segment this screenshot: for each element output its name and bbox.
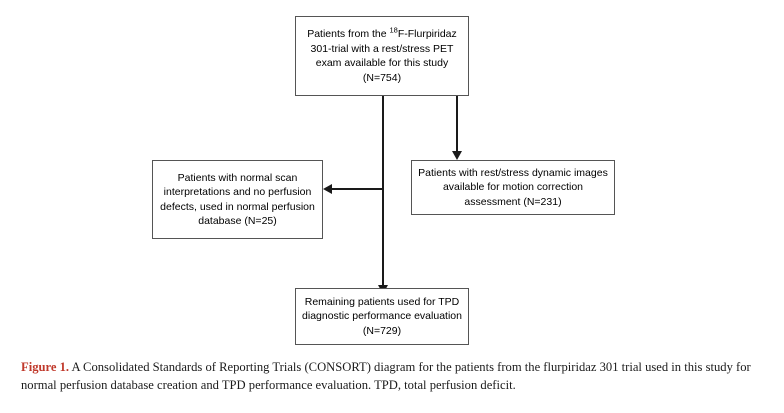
enrolled-cohort-box: Patients from the 18F-Flurpiridaz 301-tri…: [295, 16, 469, 96]
figure-caption-body: A Consolidated Standards of Reporting Tr…: [21, 360, 751, 392]
enrolled-line1-prefix: Patients from the: [307, 28, 390, 40]
motion-correction-assessment-box: Patients with rest/stress dynamic images…: [411, 160, 615, 215]
isotope-superscript: 18: [389, 25, 398, 35]
consort-diagram: Patients from the 18F-Flurpiridaz 301-tri…: [152, 16, 615, 345]
enrolled-cohort-text: Patients from the 18F-Flurpiridaz 301-tri…: [302, 25, 462, 85]
enrolled-line4-count: (N=754): [362, 71, 402, 84]
enrolled-line1-suffix: F-Flurpiridaz: [397, 28, 457, 40]
normal-perfusion-database-text: Patients with normal scan interpretation…: [160, 171, 315, 228]
figure-caption: Figure 1. A Consolidated Standards of Re…: [21, 358, 763, 394]
tpd-evaluation-text: Remaining patients used for TPD diagnost…: [302, 295, 462, 337]
figure-caption-label: Figure 1.: [21, 360, 70, 374]
connector-line-branch-to-left: [325, 188, 383, 190]
arrowhead-down-icon-right-box: [452, 151, 462, 160]
motion-correction-assessment-text: Patients with rest/stress dynamic images…: [418, 166, 608, 208]
tpd-evaluation-box: Remaining patients used for TPD diagnost…: [295, 288, 469, 345]
arrowhead-left-icon-left-box: [323, 184, 332, 194]
connector-line-trunk-to-right: [456, 96, 458, 153]
enrolled-line3: exam available for this study: [315, 57, 449, 69]
connector-line-trunk-to-bottom: [382, 96, 384, 294]
enrolled-line2: 301-trial with a rest/stress PET: [310, 42, 454, 55]
normal-perfusion-database-box: Patients with normal scan interpretation…: [152, 160, 323, 239]
